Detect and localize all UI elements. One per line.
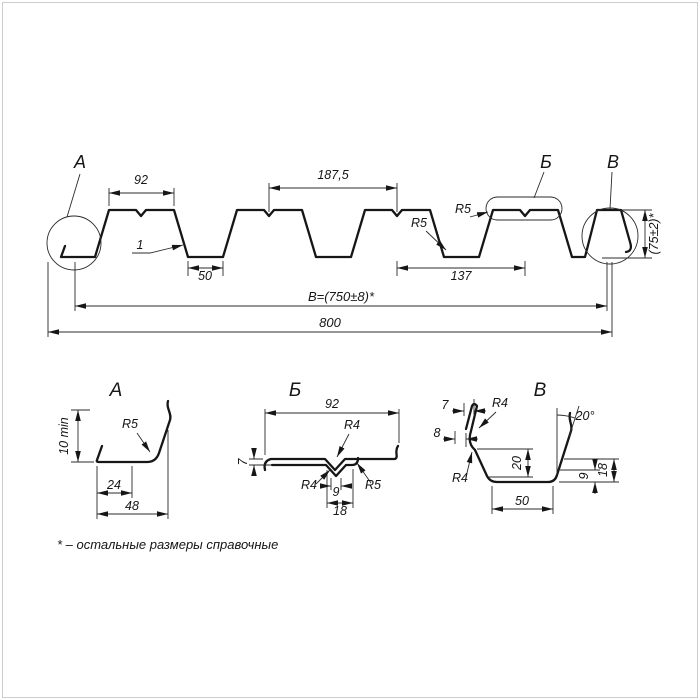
detail-v-angle-arc <box>556 414 576 419</box>
detail-v-dim-50-text: 50 <box>515 494 529 508</box>
detail-v-leader-r4-left <box>465 451 473 478</box>
detail-b-upper-sheet <box>263 444 400 472</box>
detail-a-dim-r5-text: R5 <box>122 417 138 431</box>
detail-v-dim-20-text: 20 <box>510 456 524 471</box>
detail-a-extension-lines <box>71 409 169 519</box>
detail-b-dim-18-text: 18 <box>333 504 347 518</box>
footnote: * – остальные размеры справочные <box>57 537 278 552</box>
detail-v-dim-8-text: 8 <box>434 426 441 440</box>
detail-a-callout-circle <box>46 215 102 271</box>
leader-thickness <box>132 244 184 254</box>
dim-137-text: 137 <box>451 269 473 283</box>
detail-a-view: А 10 min R5 24 48 <box>57 380 172 519</box>
dim-r5-b-text: R5 <box>455 202 471 216</box>
detail-b-dim-7-text: 7 <box>236 457 250 465</box>
dim-r5-a-text: R5 <box>411 216 427 230</box>
detail-v-leader-r4-top <box>478 411 497 429</box>
detail-a-dim-48-text: 48 <box>125 499 139 513</box>
detail-v-extension-lines <box>454 399 619 514</box>
detail-v-dim-r4-left-text: R4 <box>452 471 468 485</box>
detail-b-lower-sheet <box>270 456 360 478</box>
detail-a-dim-10min-text: 10 min <box>57 417 71 455</box>
detail-v-dim-r4-top-text: R4 <box>492 396 508 410</box>
detail-b-leader-r5 <box>356 462 372 484</box>
leader-r5-b <box>469 211 489 218</box>
leader-label-v <box>609 171 613 210</box>
detail-a-dim-24-text: 24 <box>106 478 121 492</box>
detail-b-leader-r4-top <box>336 433 350 458</box>
detail-b-title: Б <box>289 380 301 401</box>
leader-label-a <box>66 173 81 218</box>
view-label-a: А <box>73 152 86 172</box>
detail-b-dim-r5-text: R5 <box>365 478 381 492</box>
main-profile-outline <box>59 208 633 259</box>
dim-overall-800-text: 800 <box>319 315 341 330</box>
detail-v-dim-angle-text: 20° <box>575 409 595 423</box>
detail-v-dim-18-text: 18 <box>596 463 610 477</box>
detail-v-dim-9-text: 9 <box>577 472 591 479</box>
detail-b-dim-r4-left-text: R4 <box>301 478 317 492</box>
dim-92-text: 92 <box>134 173 148 187</box>
detail-v-dim-7-text: 7 <box>442 398 450 412</box>
detail-a-leader-r5 <box>136 432 151 453</box>
dim-working-width-text: B=(750±8)* <box>308 289 375 304</box>
leader-label-b <box>533 171 545 199</box>
detail-v-title: В <box>534 380 547 401</box>
dim-50-text: 50 <box>198 269 212 283</box>
detail-b-dim-92-text: 92 <box>325 397 339 411</box>
dim-height-75-text: (75±2)* <box>647 212 661 254</box>
dim-187-5-text: 187,5 <box>317 168 348 182</box>
detail-a-outline <box>95 399 172 464</box>
main-view: А Б В 92 187,5 R5 R5 1 50 137 B=(750±8)*… <box>46 152 661 337</box>
view-label-v: В <box>607 152 619 172</box>
leader-r5-a <box>425 230 447 251</box>
detail-b-dim-9-text: 9 <box>333 485 340 499</box>
dim-thickness-text: 1 <box>137 238 144 252</box>
detail-v-view: В 7 R4 8 R4 20° 20 50 9 18 <box>434 380 619 514</box>
detail-b-leader-r4-left <box>315 469 331 485</box>
detail-v-callout-circle <box>581 207 639 265</box>
detail-b-view: Б 92 R4 7 R4 9 R5 18 <box>236 380 400 518</box>
detail-b-dim-r4-top-text: R4 <box>344 418 360 432</box>
detail-b-callout-stadium <box>485 196 563 221</box>
detail-a-title: А <box>109 380 123 401</box>
view-label-b: Б <box>540 152 552 172</box>
